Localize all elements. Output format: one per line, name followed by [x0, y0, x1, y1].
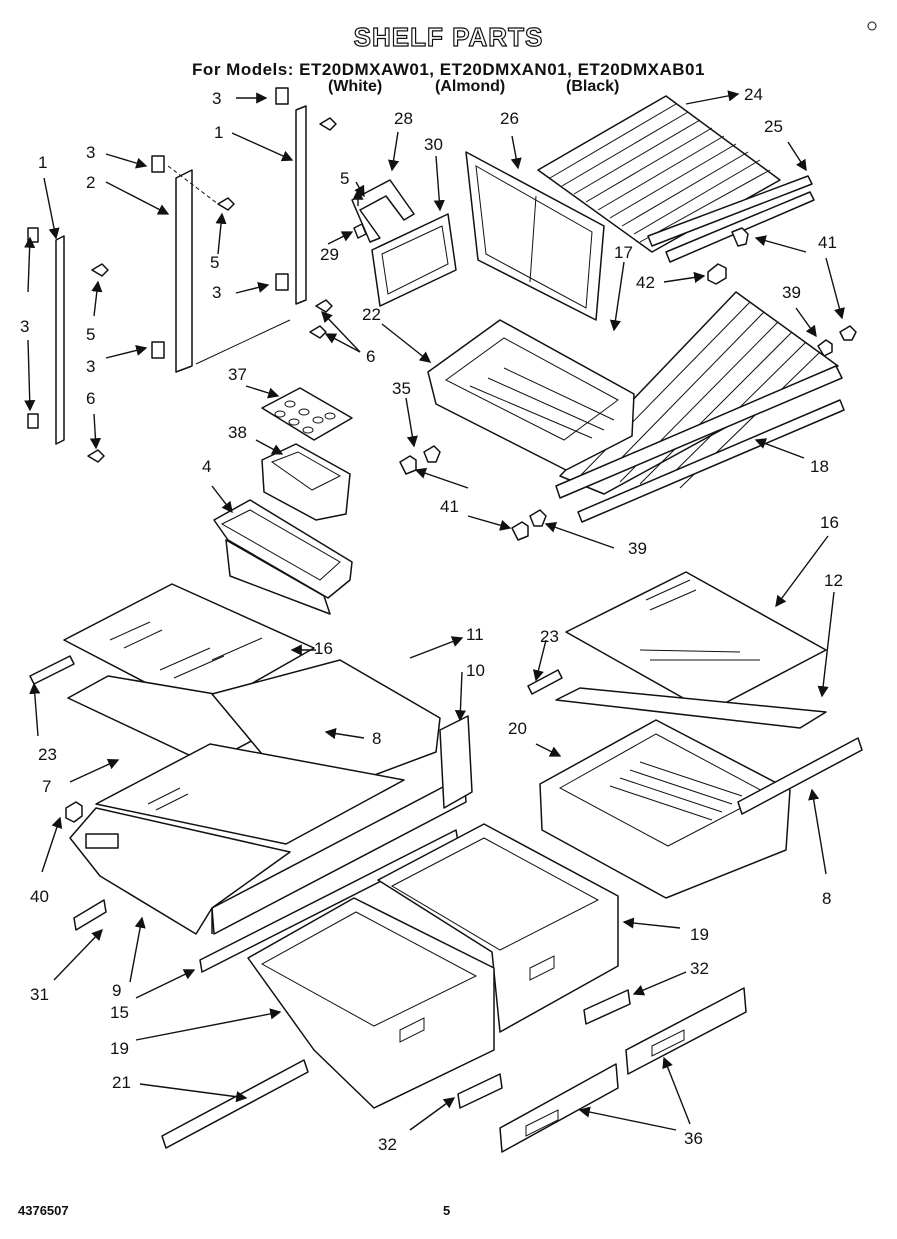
callout-3: 3	[86, 143, 95, 162]
rail-middle	[151, 155, 235, 373]
callout-3: 3	[212, 283, 221, 302]
callout-5: 5	[340, 169, 349, 188]
callout-23: 23	[38, 745, 57, 764]
slide-32-upper	[583, 989, 631, 1025]
callout-23: 23	[540, 627, 559, 646]
callout-32: 32	[690, 959, 709, 978]
callout-24: 24	[744, 85, 763, 104]
callout-11: 11	[466, 625, 484, 644]
callout-3: 3	[86, 357, 95, 376]
callout-7: 7	[42, 777, 51, 796]
rail-36-lower	[499, 1063, 619, 1153]
callout-17: 17	[614, 243, 633, 262]
callout-36: 36	[684, 1129, 703, 1148]
document-number: 4376507	[18, 1203, 69, 1218]
slide-32-lower	[457, 1073, 503, 1109]
color-black: (Black)	[566, 78, 620, 95]
callout-31: 31	[30, 985, 49, 1004]
callout-20: 20	[508, 719, 527, 738]
color-almond: (Almond)	[435, 78, 506, 95]
crisper-cover-9	[95, 743, 405, 845]
callout-26: 26	[500, 109, 519, 128]
callout-1: 1	[214, 123, 223, 142]
rail-left-far	[27, 227, 109, 463]
callout-16: 16	[820, 513, 839, 532]
callout-41: 41	[440, 497, 459, 516]
callout-32: 32	[378, 1135, 397, 1154]
crisper-tray-9	[69, 715, 473, 973]
callout-6: 6	[86, 389, 95, 408]
knob-40	[65, 801, 83, 823]
callout-25: 25	[764, 117, 783, 136]
rail-right	[195, 87, 337, 365]
callout-37: 37	[228, 365, 247, 384]
callout-38: 38	[228, 423, 247, 442]
callout-1: 1	[38, 153, 47, 172]
callout-35: 35	[392, 379, 411, 398]
crisper-drawer-19-left	[247, 897, 495, 1109]
callout-4: 4	[202, 457, 211, 476]
models-line: For Models: ET20DMXAW01, ET20DMXAN01, ET…	[192, 60, 705, 79]
callout-40: 40	[30, 887, 49, 906]
callout-5: 5	[86, 325, 95, 344]
callout-16: 16	[314, 639, 333, 658]
page-number: 5	[443, 1203, 451, 1218]
basket-22	[427, 319, 635, 471]
callout-18: 18	[810, 457, 829, 476]
callout-9: 9	[112, 981, 121, 1000]
trim-18	[555, 365, 845, 523]
callout-39: 39	[782, 283, 801, 302]
wire-shelf-24	[537, 95, 813, 253]
rail-36-upper	[625, 987, 747, 1075]
bracket-28	[351, 179, 415, 243]
callout-30: 30	[424, 135, 443, 154]
callout-10: 10	[466, 661, 485, 680]
clip-42	[707, 227, 749, 285]
callout-19: 19	[690, 925, 709, 944]
callout-12: 12	[824, 571, 843, 590]
egg-tray-37	[261, 387, 353, 441]
trim-21	[161, 1059, 309, 1149]
callout-8: 8	[822, 889, 831, 908]
clips-middle	[399, 445, 547, 541]
color-white: (White)	[328, 78, 383, 95]
callout-15: 15	[110, 1003, 129, 1022]
callout-3: 3	[212, 89, 221, 108]
callout-6: 6	[366, 347, 375, 366]
callout-5: 5	[210, 253, 219, 272]
callout-19: 19	[110, 1039, 129, 1058]
callout-41: 41	[818, 233, 837, 252]
callout-arrows	[24, 90, 845, 1131]
crisper-drawer-19-right	[377, 823, 619, 1033]
shelf-frame-12	[527, 669, 827, 729]
callout-28: 28	[394, 109, 413, 128]
callout-8: 8	[372, 729, 381, 748]
callout-labels: 3 1 3 2 1 3 3 3 5 5 6 6 5 28 30 29 26 24…	[20, 85, 843, 1154]
callout-39: 39	[628, 539, 647, 558]
holder-38	[261, 443, 351, 521]
callout-42: 42	[636, 273, 655, 292]
frame-30	[371, 213, 457, 307]
clip-39-41-upper	[817, 325, 857, 357]
callout-21: 21	[112, 1073, 131, 1092]
corner-mark	[867, 21, 877, 31]
crisper-drawer-20	[539, 719, 863, 899]
glass-shelf-16-right	[565, 571, 827, 713]
callout-29: 29	[320, 245, 339, 264]
page-title: SHELF PARTS	[353, 21, 544, 52]
callout-22: 22	[362, 305, 381, 324]
door-bin-4	[213, 499, 353, 615]
trim-25	[665, 191, 815, 263]
callout-3: 3	[20, 317, 29, 336]
shelf-frame-26	[465, 151, 605, 321]
callout-2: 2	[86, 173, 95, 192]
